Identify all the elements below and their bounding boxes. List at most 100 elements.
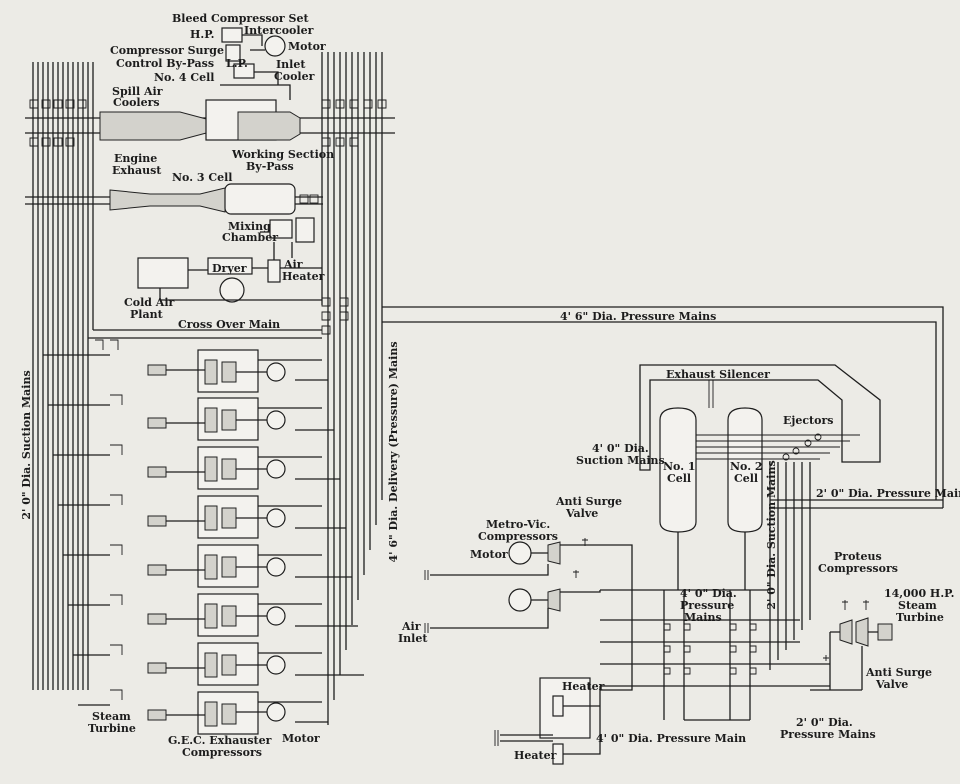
gec-row-3 [147, 446, 340, 490]
motor-mid-label: Motor [470, 548, 508, 561]
surge-control-label-2: Control By-Pass [116, 57, 214, 70]
engine-exhaust-label-2: Exhaust [112, 164, 162, 177]
suction-mains-20-right [769, 462, 943, 670]
air-heater-label-2: Heater [282, 270, 325, 283]
steam-turbine-14k-label-2: Steam [898, 599, 937, 612]
motor-bottom-label: Motor [282, 732, 320, 745]
metrovic-compressors [424, 538, 633, 691]
gec-row-4 [147, 495, 346, 539]
no1-cell [659, 407, 697, 533]
air-heater-label-1: Air [283, 258, 303, 271]
spill-air-label-1: Spill Air [112, 85, 163, 98]
suction-40-label-2: Suction Mains [576, 454, 665, 467]
gec-row-8 [147, 691, 328, 735]
heater-bottom-label: Heater [514, 749, 557, 762]
pressure-main-40-bottom-label: 4' 0" Dia. Pressure Main [596, 732, 746, 745]
air-inlet-label-1: Air [401, 620, 421, 633]
no4-cell [25, 99, 395, 147]
bleed-compressor-set [220, 27, 291, 100]
cold-air-plant [137, 257, 189, 289]
exhaust-silencer [639, 364, 881, 471]
motor-top-label: Motor [288, 40, 326, 53]
dryer-label: Dryer [212, 262, 247, 275]
hp-label: H.P. [190, 28, 215, 41]
mixing-chamber-label-2: Chamber [222, 231, 278, 244]
air-inlet-label-2: Inlet [398, 632, 428, 645]
pressure-mains-40-grid [600, 532, 830, 721]
pressure-40-label-3: Mains [684, 611, 722, 624]
gec-row-7 [147, 642, 364, 686]
pressure-mains-20-bottom-label-2: Pressure Mains [780, 728, 876, 741]
working-section-label-1: Working Section [231, 148, 334, 161]
steam-turbine-14k-label-1: 14,000 H.P. [884, 587, 954, 600]
intercooler-label: Intercooler [244, 24, 314, 37]
delivery-mains-vertical-label: 4' 6" Dia. Delivery (Pressure) Mains [387, 341, 400, 562]
anti-surge-label-1: Anti Surge [555, 495, 622, 508]
pressure-mains-46-label: 4' 6" Dia. Pressure Mains [560, 310, 716, 323]
metrovic-label-1: Metro-Vic. [486, 518, 550, 531]
ejectors-label: Ejectors [783, 414, 833, 427]
spill-air-coolers-icon [29, 99, 387, 147]
no1-cell-label-1: No. 1 [663, 460, 696, 473]
no2-cell-label-2: Cell [734, 472, 758, 485]
pressure-40-label-1: 4' 0" Dia. [680, 587, 737, 600]
suction-mains-bundle [32, 62, 94, 690]
mixing-chamber-label-1: Mixing [228, 220, 271, 233]
cold-air-label-2: Plant [130, 308, 164, 321]
cold-air-system [137, 217, 322, 303]
steam-turbine-14k-label-3: Turbine [896, 611, 944, 624]
steam-turbine-left-label-2: Turbine [88, 722, 136, 735]
air-heater [267, 259, 281, 283]
no4-cell-label: No. 4 Cell [154, 71, 214, 84]
proteus-compressors [810, 600, 893, 691]
pressure-mains-46 [382, 306, 944, 508]
working-section-label-2: By-Pass [246, 160, 294, 173]
gec-exhauster-rows [43, 339, 364, 735]
gec-row-5 [147, 544, 352, 588]
metrovic-motor-icon [508, 541, 532, 565]
heater-top-label: Heater [562, 680, 605, 693]
no2-cell-label-1: No. 2 [730, 460, 763, 473]
suction-mains-40 [696, 380, 860, 461]
labels: Bleed Compressor Set H.P. Intercooler Mo… [20, 12, 960, 762]
exhaust-silencer-label: Exhaust Silencer [666, 368, 770, 381]
metrovic-label-2: Compressors [478, 530, 558, 543]
bleed-motor-icon [264, 35, 286, 57]
anti-surge-label-2: Valve [565, 507, 598, 520]
mixing-chamber [269, 219, 293, 239]
steam-turbine-14000-icon [877, 623, 893, 641]
dryer [207, 257, 253, 275]
gec-row-2 [147, 397, 334, 441]
proteus-label-2: Compressors [818, 562, 898, 575]
gec-label-1: G.E.C. Exhauster [168, 734, 272, 747]
inlet-cooler-label-2: Cooler [274, 70, 315, 83]
gec-row-6 [147, 593, 358, 637]
cross-over-main-label: Cross Over Main [178, 318, 280, 331]
gec-row-1 [147, 349, 328, 393]
no1-cell-label-2: Cell [667, 472, 691, 485]
lp-label: L.P. [226, 57, 248, 70]
spill-air-label-2: Coolers [113, 96, 160, 109]
no3-cell-label: No. 3 Cell [172, 171, 232, 184]
inlet-cooler-label-1: Inlet [276, 58, 306, 71]
pressure-mains-20-bottom-label-1: 2' 0" Dia. [796, 716, 853, 729]
anti-surge-right-label-2: Valve [875, 678, 908, 691]
no2-cell [727, 407, 763, 533]
engine-exhaust-label-1: Engine [114, 152, 157, 165]
bleed-compressor-set-label: Bleed Compressor Set [172, 12, 310, 25]
no3-cell [25, 183, 323, 215]
surge-control-label-1: Compressor Surge [110, 44, 224, 57]
pressure-mains-20-right-label: 2' 0" Dia. Pressure Mains [816, 487, 960, 500]
gec-label-2: Compressors [182, 746, 262, 759]
heaters [494, 677, 601, 765]
cross-over-main [88, 297, 349, 339]
anti-surge-right-label-1: Anti Surge [865, 666, 932, 679]
suction-mains-vertical-label: 2' 0" Dia. Suction Mains [20, 370, 33, 519]
suction-40-label-1: 4' 0" Dia. [592, 442, 649, 455]
pressure-40-label-2: Pressure [680, 599, 734, 612]
cold-air-label-1: Cold Air [124, 296, 175, 309]
suction-mains-20-vertical-label: 2' 0" Dia. Suction Mains [765, 460, 778, 609]
heater-top [552, 695, 564, 717]
steam-turbine-left-label-1: Steam [92, 710, 131, 723]
